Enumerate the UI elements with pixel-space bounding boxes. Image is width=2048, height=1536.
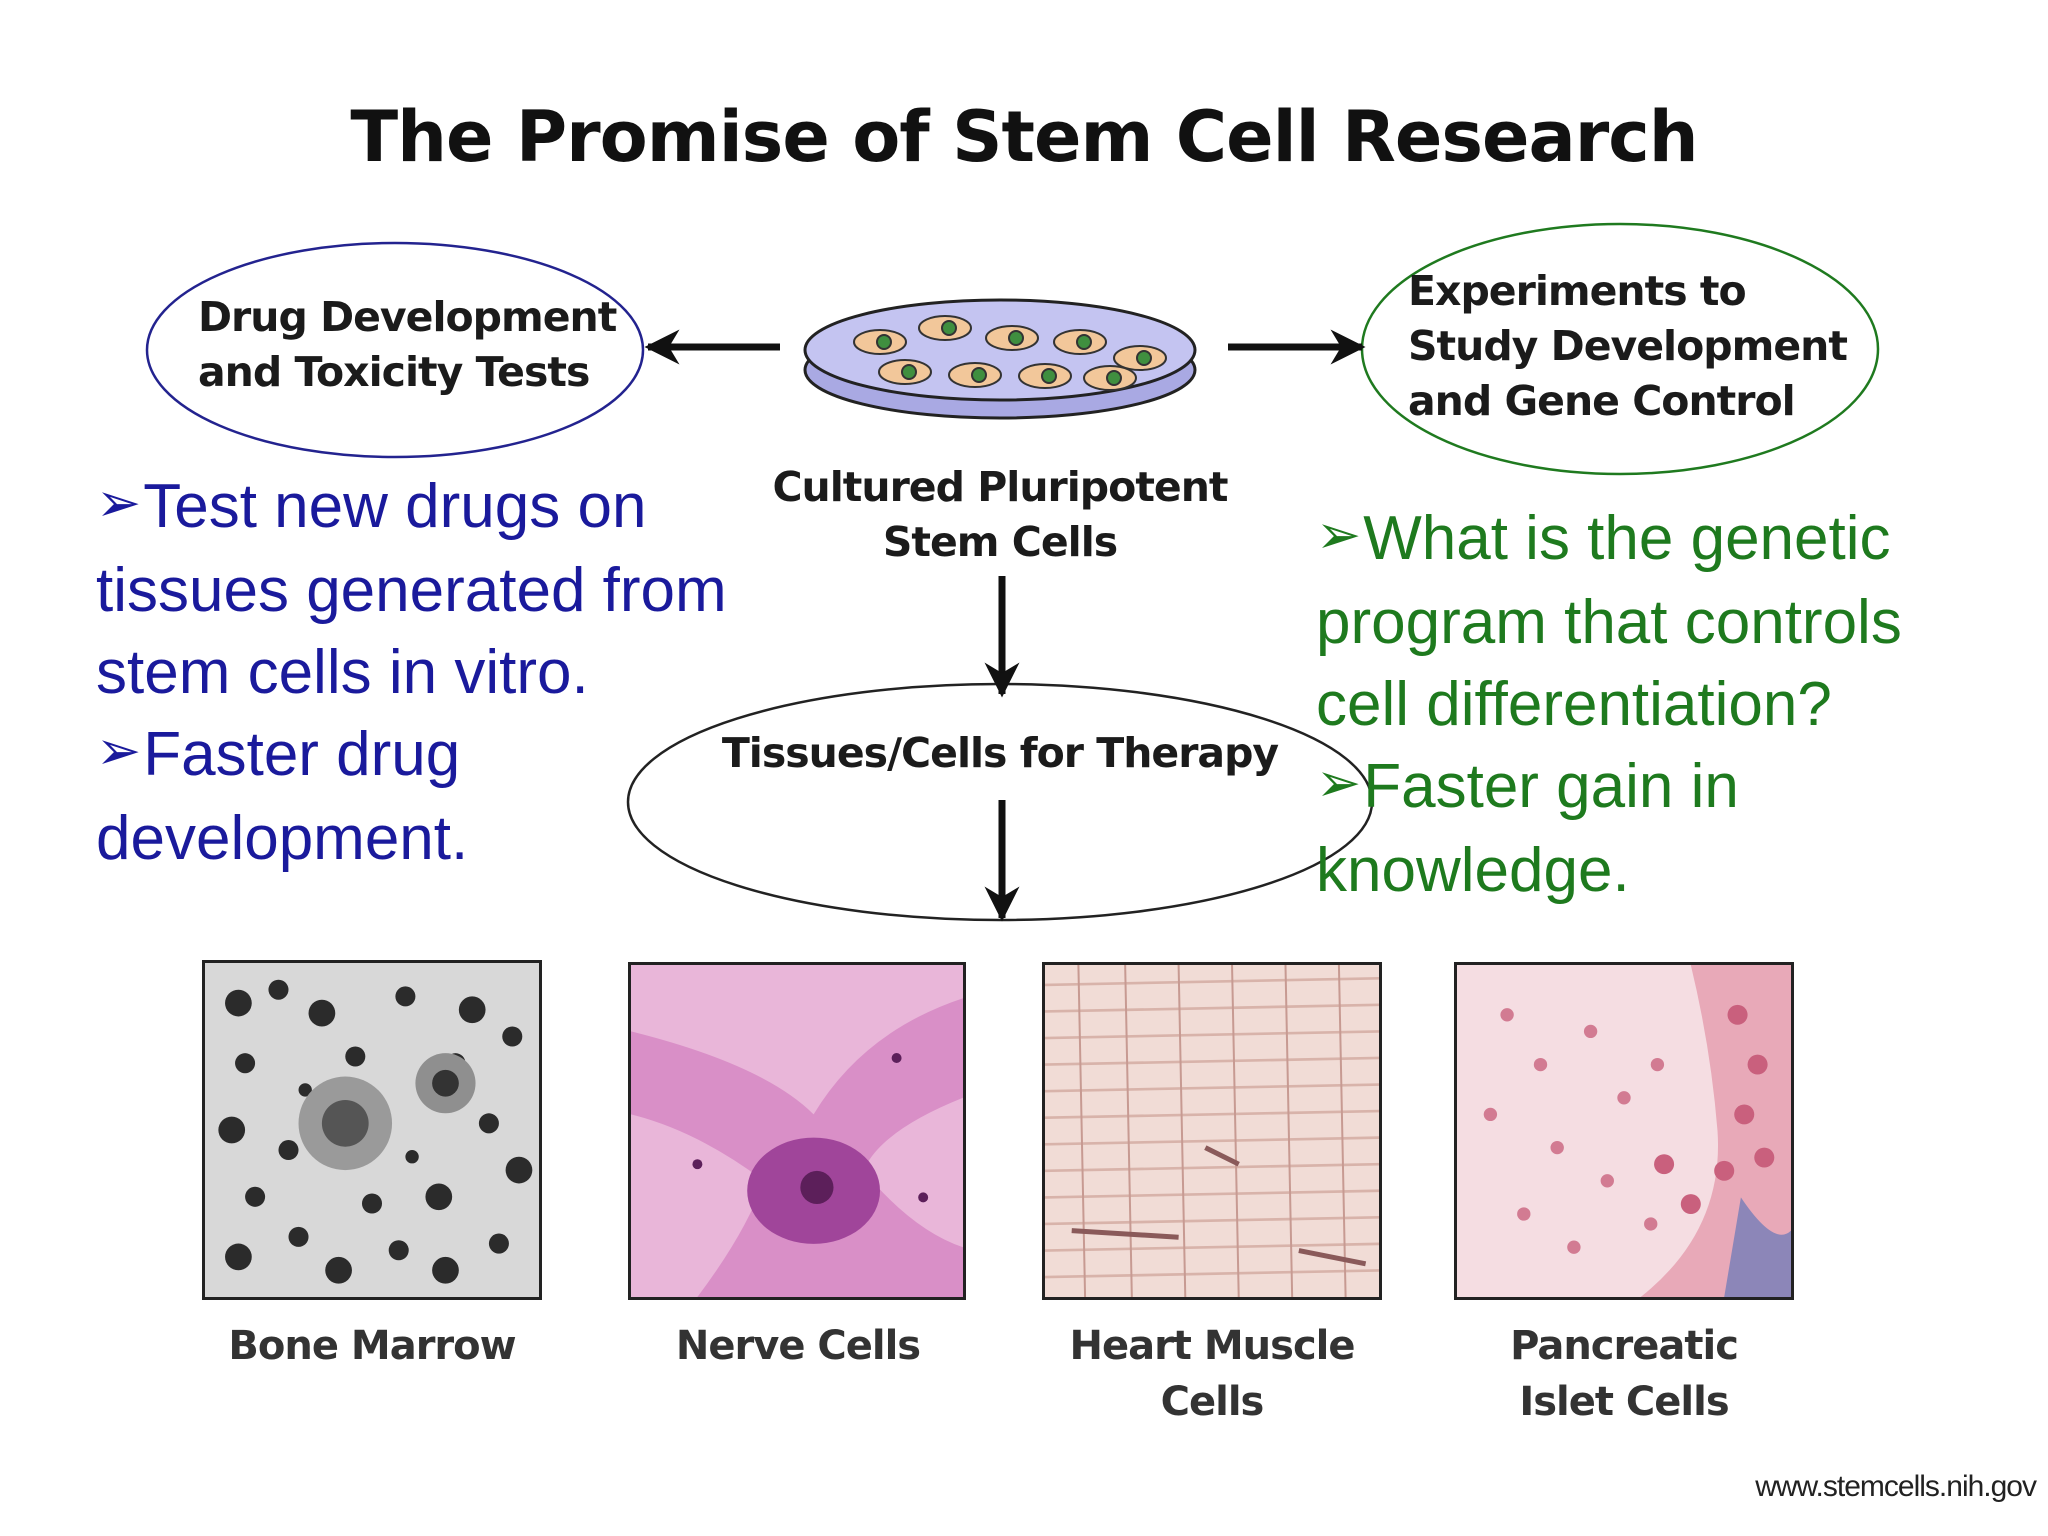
pancreatic-islet-image (1454, 962, 1794, 1300)
drug-bullets: ➢Test new drugs on tissues generated fro… (96, 466, 746, 880)
heart-muscle-image (1042, 962, 1382, 1300)
gene-bullets: ➢What is the genetic program that contro… (1316, 498, 2006, 912)
drug-bullet-2: ➢Faster drug development. (96, 720, 469, 873)
drug-development-line-2: and Toxicity Tests (198, 348, 590, 396)
arrowhead-bullet-icon: ➢ (96, 473, 142, 533)
gene-control-line-2: Study Development (1408, 322, 1848, 370)
arrowhead-bullet-icon: ➢ (1316, 505, 1362, 565)
heart-muscle-caption-line-1: Heart Muscle (1069, 1323, 1355, 1369)
bone-marrow-caption-line-1: Bone Marrow (228, 1323, 516, 1369)
gene-bullet-1: ➢What is the genetic program that contro… (1316, 504, 1902, 739)
cultured-stem-cells-label: Cultured Pluripotent Stem Cells (740, 460, 1260, 570)
drug-development-ellipse (145, 241, 645, 459)
pancreatic-caption-line-1: Pancreatic (1510, 1323, 1739, 1369)
arrowhead-bullet-icon: ➢ (1316, 753, 1362, 813)
drug-development-label: Drug Development and Toxicity Tests (198, 290, 617, 400)
heart-muscle-caption: Heart Muscle Cells (1012, 1318, 1412, 1430)
nerve-cells-caption: Nerve Cells (598, 1318, 998, 1374)
drug-development-line-1: Drug Development (198, 293, 617, 341)
bone-marrow-caption: Bone Marrow (172, 1318, 572, 1374)
petri-dish-icon (803, 298, 1197, 420)
nerve-cells-caption-line-1: Nerve Cells (675, 1323, 921, 1369)
heart-muscle-caption-line-2: Cells (1160, 1379, 1265, 1425)
drug-bullet-1: ➢Test new drugs on tissues generated fro… (96, 472, 727, 707)
pancreatic-caption: Pancreatic Islet Cells (1424, 1318, 1824, 1430)
gene-bullet-2: ➢Faster gain in knowledge. (1316, 752, 1739, 905)
gene-control-label: Experiments to Study Development and Gen… (1408, 264, 1848, 429)
pancreatic-caption-line-2: Islet Cells (1519, 1379, 1729, 1425)
nerve-cells-image (628, 962, 966, 1300)
page-title: The Promise of Stem Cell Research (350, 96, 1698, 178)
source-url: www.stemcells.nih.gov (1755, 1470, 2037, 1503)
cultured-stem-cells-line-2: Stem Cells (882, 518, 1118, 566)
arrowhead-bullet-icon: ➢ (96, 721, 142, 781)
gene-control-line-1: Experiments to (1408, 267, 1747, 315)
gene-control-line-3: and Gene Control (1408, 377, 1796, 425)
cultured-stem-cells-line-1: Cultured Pluripotent (772, 463, 1228, 511)
bone-marrow-image (202, 960, 542, 1300)
therapy-label: Tissues/Cells for Therapy (721, 729, 1279, 777)
